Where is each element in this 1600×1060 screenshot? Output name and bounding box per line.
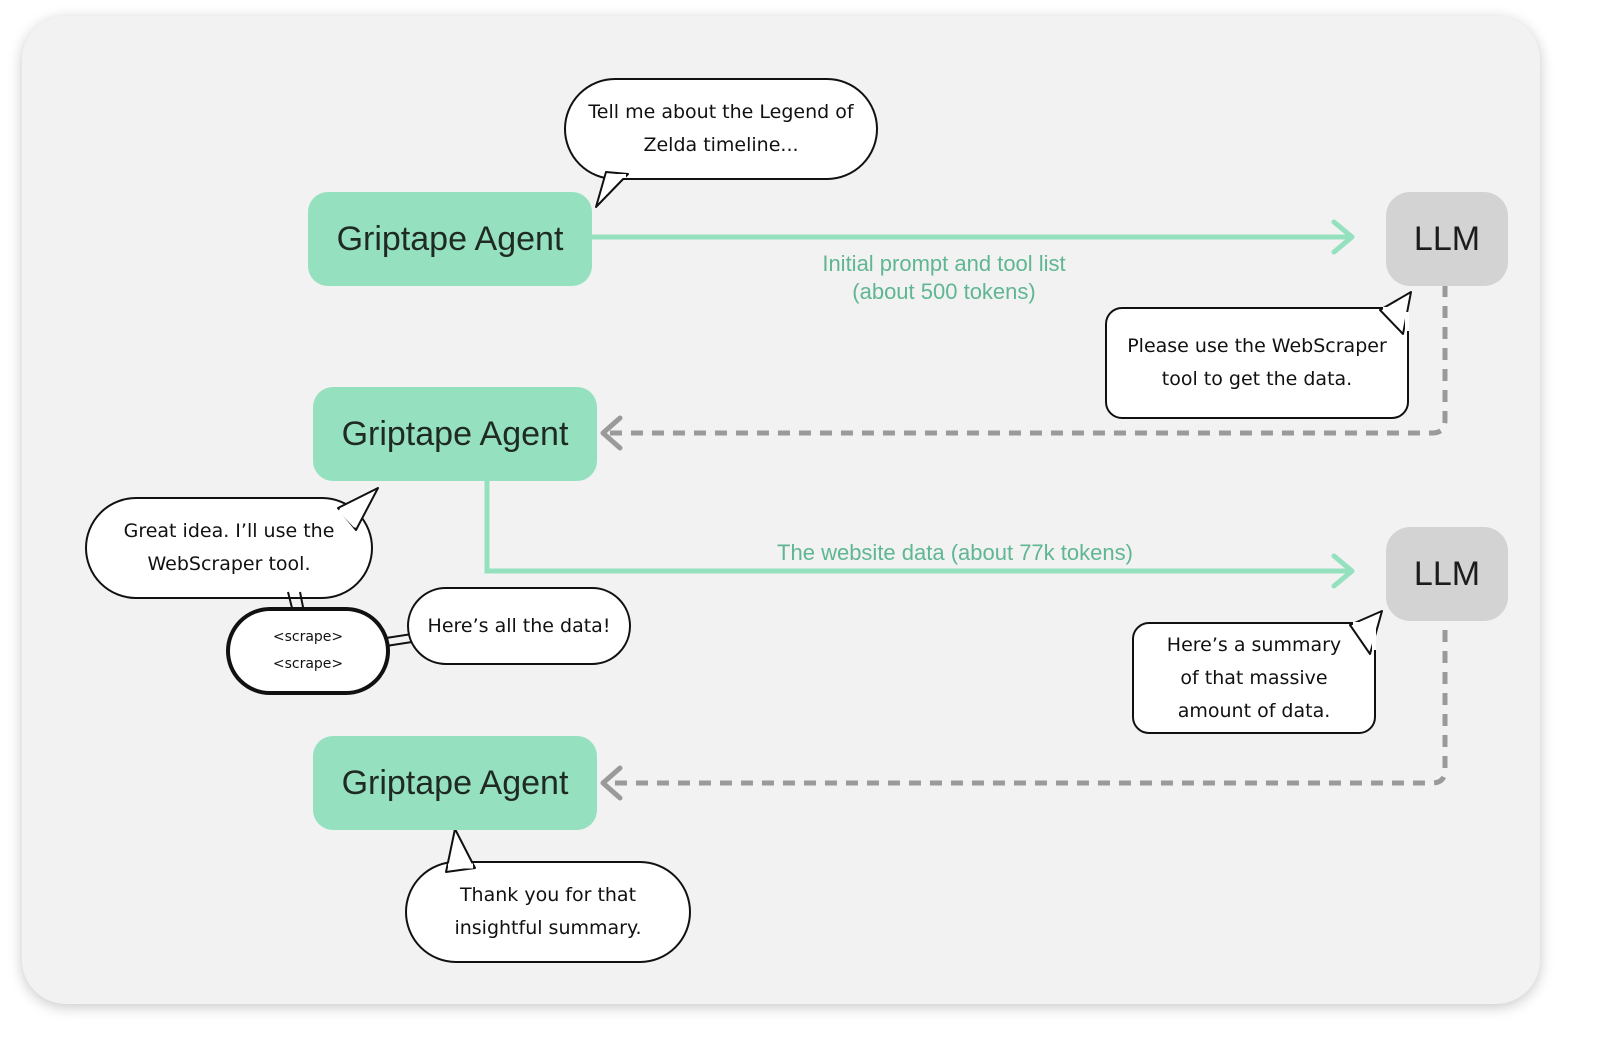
bubble-line: Thank you for that	[459, 884, 637, 906]
bubble-scrape-shape	[226, 591, 413, 695]
bubble-llm-tool-request: Please use the WebScraper tool to get th…	[1106, 308, 1408, 418]
bubble-line: Here’s all the data!	[427, 614, 611, 637]
bubble-agent-tool-reply: Great idea. I’ll use the WebScraper tool…	[86, 498, 372, 598]
node-llm-2: LLM	[1386, 527, 1508, 621]
edge-label-initial-prompt: Initial prompt and tool list (about 500 …	[744, 250, 1144, 306]
bubble-line: amount of data.	[1177, 699, 1331, 722]
bubble-line: Zelda timeline...	[643, 134, 799, 156]
edge-label-initial-prompt-line2: (about 500 tokens)	[852, 279, 1036, 304]
edge-label-website-data: The website data (about 77k tokens)	[777, 540, 1133, 565]
arrowhead-llm-to-agent-3	[600, 765, 623, 801]
bubble-tool-result: Here’s all the data!	[408, 588, 630, 664]
bubble-tool-result-shape	[407, 587, 631, 665]
bubble-line: Tell me about the Legend of	[588, 101, 854, 123]
bubble-llm-summary: Here’s a summary of that massive amount …	[1133, 623, 1375, 733]
bubble-line: Here’s a summary	[1166, 633, 1342, 656]
bubble-scrape: <scrape> <scrape>	[228, 609, 388, 693]
bubble-agent-thanks: Thank you for that insightful summary.	[406, 862, 690, 962]
bubble-line: <scrape>	[272, 629, 344, 645]
node-agent-1: Griptape Agent	[308, 192, 592, 286]
bubble-line: Great idea. I’ll use the	[123, 520, 335, 542]
arrowhead-prompt	[1331, 219, 1355, 255]
arrowhead-llm-to-agent-2	[600, 415, 623, 451]
bubble-line: WebScraper tool.	[147, 553, 311, 575]
bubble-line: Please use the WebScraper	[1127, 335, 1387, 357]
bubble-agent-tool-reply-shape	[85, 487, 379, 599]
node-agent-3: Griptape Agent	[313, 736, 597, 830]
bubble-llm-tool-request-shape	[1105, 291, 1412, 419]
dashed-arrow-llm-to-agent-3	[605, 630, 1448, 786]
bubble-llm-summary-shape	[1132, 610, 1383, 734]
bubble-user-prompt-shape	[564, 78, 878, 208]
bubble-user-prompt: Tell me about the Legend of Zelda timeli…	[565, 79, 877, 179]
bubble-line: <scrape>	[272, 656, 344, 672]
bubble-agent-thanks-shape	[405, 828, 691, 963]
node-llm-1: LLM	[1386, 192, 1508, 286]
node-agent-2: Griptape Agent	[313, 387, 597, 481]
bubble-line: of that massive	[1180, 666, 1328, 689]
bubble-line: tool to get the data.	[1161, 368, 1353, 390]
arrowhead-data	[1331, 553, 1355, 589]
edge-label-initial-prompt-line1: Initial prompt and tool list	[822, 251, 1066, 276]
dashed-arrow-llm-to-agent-2	[605, 285, 1448, 436]
bubble-line: insightful summary.	[454, 917, 642, 939]
arrow-data-to-llm	[484, 480, 1350, 574]
